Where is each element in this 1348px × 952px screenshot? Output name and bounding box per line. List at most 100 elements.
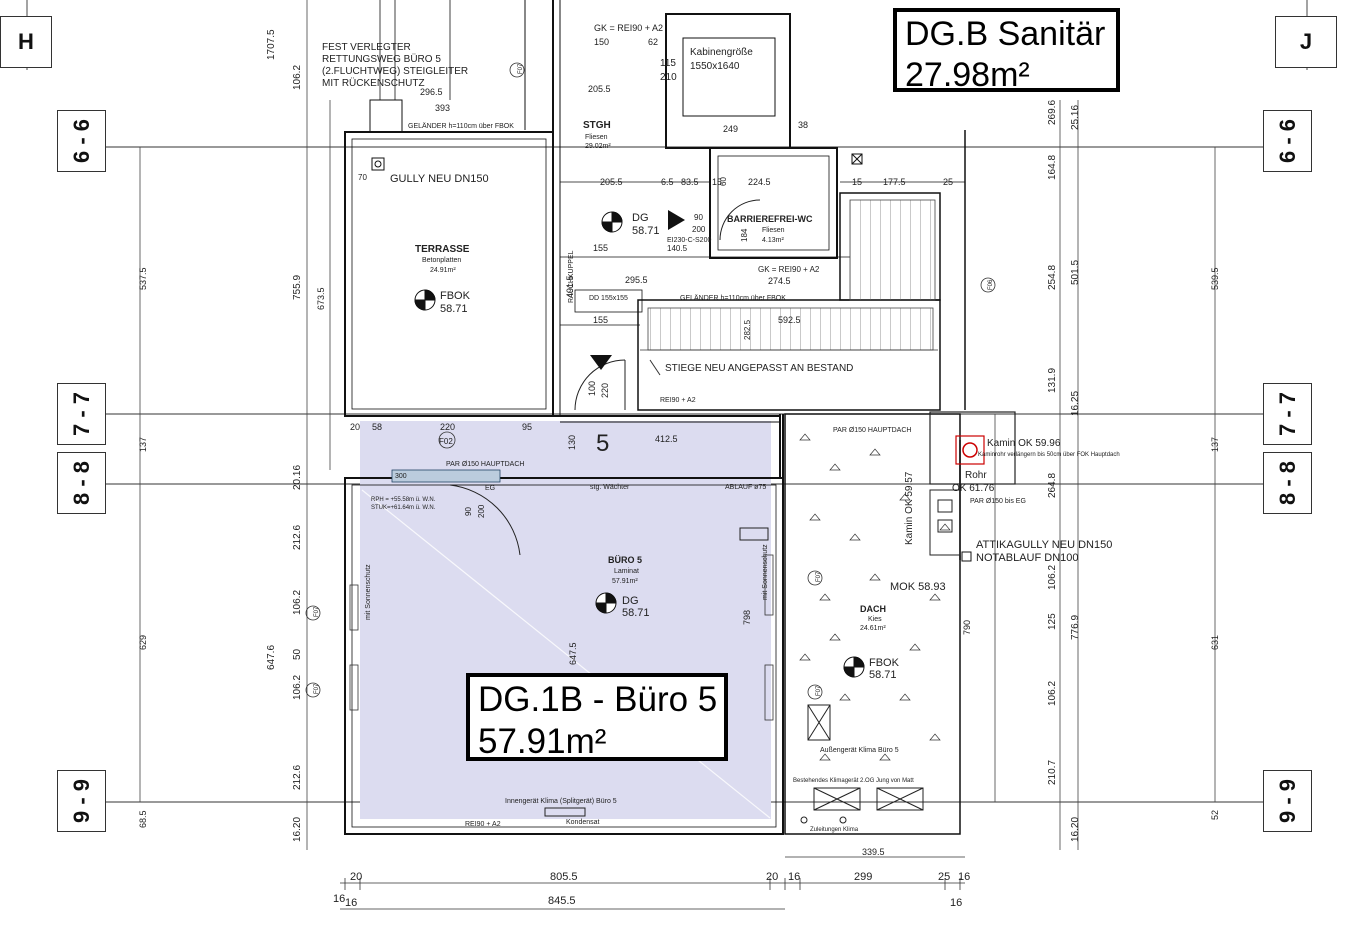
stair-treads	[647, 307, 934, 351]
fbok-terrasse-value: 58.71	[440, 303, 468, 315]
dim-5925: 592.5	[778, 315, 801, 325]
chimney	[929, 411, 1016, 485]
rei90-a2: REI90 + A2	[660, 397, 696, 404]
bottom-dim-20b: 20	[766, 871, 778, 883]
dach-name: DACH	[860, 604, 886, 614]
dim-2016: 20.16	[292, 465, 303, 490]
dim-137l: 137	[138, 437, 148, 452]
dim-50: 50	[292, 648, 303, 660]
grid-label-h: H	[0, 16, 52, 68]
buero-area: 57.91m²	[478, 722, 607, 761]
buero-title: DG.1B - Büro 5	[478, 680, 718, 719]
gravel-marks	[799, 433, 951, 761]
dim-6475: 647.5	[568, 642, 578, 665]
bottom-dim-16e: 16	[950, 897, 962, 909]
gully-label: GULLY NEU DN150	[390, 173, 489, 185]
buero-title-box: DG.1B - Büro 5 57.91m²	[466, 673, 728, 761]
dim-2245: 224.5	[748, 177, 771, 187]
dim-150: 150	[594, 37, 609, 47]
stgh-name: STGH	[583, 120, 611, 131]
grid-label-8-8-right: 8 - 8	[1263, 452, 1312, 514]
dim-5015: 501.5	[1070, 260, 1081, 285]
f02-label: F02	[439, 437, 453, 446]
zuleitungen-label: Zuleitungen Klima	[810, 827, 859, 833]
dim-1620: 16.20	[292, 817, 303, 842]
dim-200b: 200	[477, 504, 486, 518]
grid-label-9-9-right: 9 - 9	[1263, 770, 1312, 832]
buero-material: Laminat	[614, 568, 639, 575]
f07-a: F07	[314, 606, 320, 617]
dg-buero-value: 58.71	[622, 607, 650, 619]
dim-1775: 177.5	[883, 177, 906, 187]
dim-15b: 15	[852, 177, 862, 187]
f07-c: F07	[816, 571, 822, 582]
dim-393: 393	[435, 103, 450, 113]
stuk-label: STUK=+61.64m ü. W.N.	[371, 505, 436, 511]
dim-155a: 155	[593, 243, 608, 253]
kabine-label-1: Kabinengröße	[690, 47, 753, 58]
kondens-label: Kondensat	[566, 819, 600, 826]
dim-5395: 539.5	[1210, 267, 1220, 290]
dim-20a: 20	[350, 422, 360, 432]
kamin-ok: Kamin OK 59.96	[987, 438, 1061, 449]
f07-d: F07	[816, 685, 822, 696]
dim-100: 100	[587, 381, 597, 396]
bottom-dim-16b: 16	[958, 871, 970, 883]
dim-70a: 70	[358, 173, 367, 182]
dim-60: 60	[719, 177, 728, 186]
ok-6176: OK 61.76	[952, 483, 995, 494]
f06-label: F06	[988, 279, 994, 290]
wc-name: BARRIEREFREI-WC	[727, 214, 813, 224]
bottom-dim-8055: 805.5	[550, 871, 578, 883]
grid-label-8-8-left: 8 - 8	[57, 452, 106, 514]
dim-15a: 15	[712, 177, 722, 187]
sanitaer-title: DG.B Sanitär	[905, 15, 1106, 53]
dach-material: Kies	[868, 616, 882, 623]
dim-2965: 296.5	[420, 87, 443, 97]
mok-label: MOK 58.93	[890, 581, 946, 593]
dim-790: 790	[962, 620, 972, 635]
par-hauptdach-1: PAR Ø150 HAUPTDACH	[446, 461, 524, 468]
dim-2516a: 25.16	[1070, 105, 1081, 130]
dim-2745: 274.5	[768, 276, 791, 286]
dim-25a: 25	[943, 177, 953, 187]
room-number: 5	[596, 430, 609, 457]
bottom-dimension-lines	[340, 856, 965, 910]
dim-6476a: 647.6	[266, 645, 277, 670]
dim-2055b: 205.5	[600, 177, 623, 187]
sonnenschutz-right: mit Sonnenschutz	[762, 544, 769, 600]
dim-1319: 131.9	[1047, 368, 1058, 393]
dim-2648: 264.8	[1047, 473, 1058, 498]
stiege-label: STIEGE NEU ANGEPASST AN BESTAND	[665, 363, 853, 374]
grid-label-j: J	[1275, 16, 1337, 68]
dim-4915: 491.5	[565, 275, 575, 298]
dim-38: 38	[798, 120, 808, 130]
bl-300: 300	[395, 473, 407, 480]
fbok-dach-label: FBOK	[869, 657, 900, 669]
vertical-dimension-lines	[139, 0, 1216, 850]
dg-stgh-label: DG	[632, 212, 649, 224]
dim-1625: 16.25	[1070, 391, 1081, 416]
sonnenschutz-left: mit Sonnenschutz	[365, 564, 372, 620]
bottom-dim-16d: 16	[345, 897, 357, 909]
grid-label-7-7-right: 7 - 7	[1263, 383, 1312, 445]
wc-area: 4.13m²	[762, 237, 784, 244]
dim-2126: 212.6	[292, 525, 303, 550]
kamin-5957: Kamin OK 59.57	[904, 471, 915, 545]
fbok-terrasse-label: FBOK	[440, 290, 471, 302]
wc-material: Fliesen	[762, 227, 785, 234]
dim-1707: 1707.5	[266, 29, 277, 60]
gk-rei90-mid: GK = REI90 + A2	[758, 265, 820, 274]
rauchkuppel-size: DD 155x155	[589, 295, 628, 302]
rohr-label: Rohr	[965, 470, 987, 481]
dim-58: 58	[372, 422, 382, 432]
dim-2126b: 212.6	[292, 765, 303, 790]
dim-65: 6.5	[661, 177, 674, 187]
dg-stgh-value: 58.71	[632, 225, 660, 237]
par-hauptdach-2: PAR Ø150 HAUPTDACH	[833, 427, 911, 434]
dim-629: 629	[138, 635, 148, 650]
dim-184: 184	[740, 228, 749, 242]
dim-115: 115	[660, 58, 676, 69]
dach-area: 24.61m²	[860, 625, 886, 632]
